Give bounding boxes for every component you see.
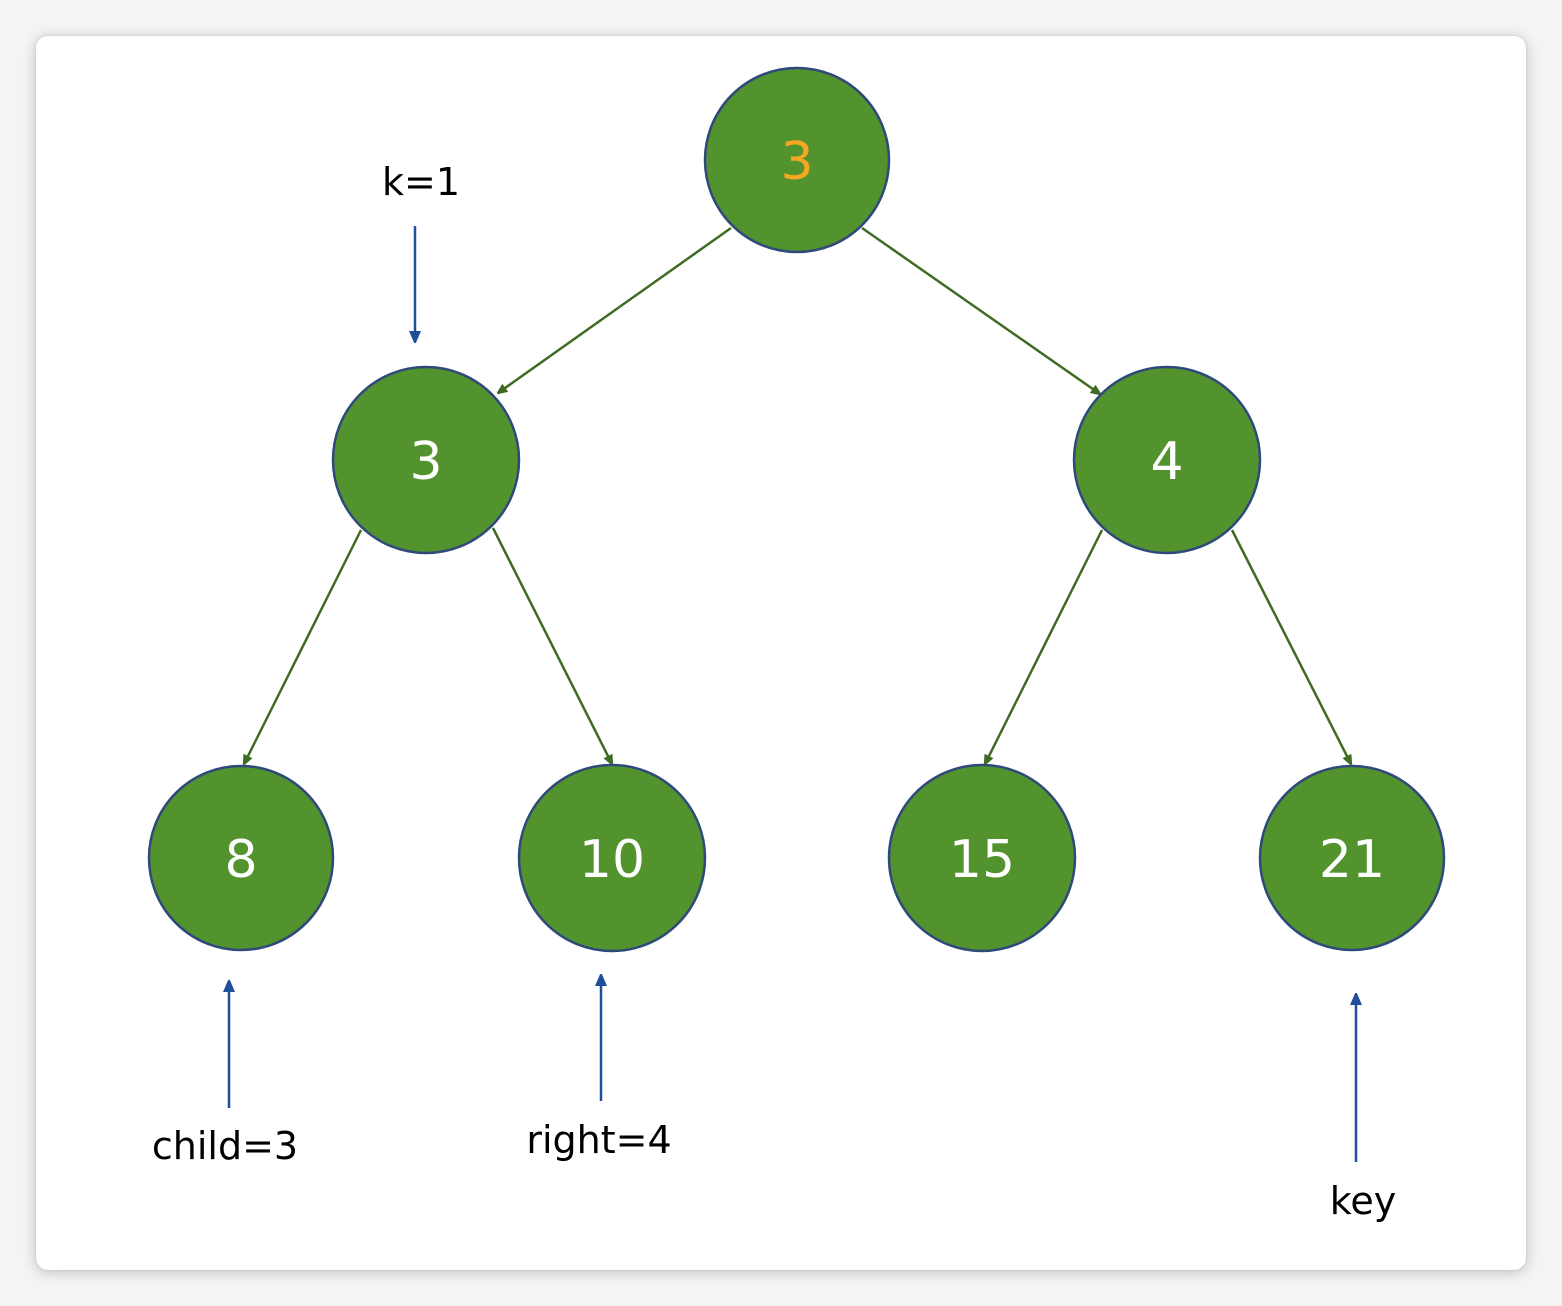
- tree-node-level1-right: 4: [1072, 365, 1262, 555]
- pointer-child: child=3: [152, 982, 298, 1168]
- node-value: 10: [579, 830, 645, 890]
- node-value: 21: [1319, 830, 1385, 890]
- node-value: 8: [224, 830, 257, 890]
- pointer-label: right=4: [526, 1118, 671, 1162]
- node-value: 15: [949, 830, 1015, 890]
- pointer-label: child=3: [152, 1124, 298, 1168]
- tree-node-level2-1: 8: [147, 764, 335, 952]
- node-circle: [1072, 365, 1262, 555]
- node-value: 3: [409, 432, 442, 492]
- pointer-key: key: [1330, 995, 1397, 1223]
- pointer-right: right=4: [526, 976, 672, 1162]
- tree-edges: [244, 226, 1351, 764]
- pointer-k: k=1: [382, 160, 460, 341]
- node-circle: [887, 763, 1077, 953]
- node-circle: [147, 764, 335, 952]
- tree-node-root: 3: [703, 66, 891, 254]
- edge-l1a-l2b: [491, 527, 612, 764]
- tree-node-level2-2: 10: [517, 763, 707, 953]
- tree-node-level2-4: 21: [1258, 764, 1446, 952]
- pointer-label: k=1: [382, 160, 460, 204]
- node-circle: [331, 365, 521, 555]
- tree-node-level1-left: 3: [331, 365, 521, 555]
- edge-root-right: [861, 226, 1100, 394]
- node-value: 4: [1150, 432, 1183, 492]
- edge-l1b-l2d: [1230, 529, 1351, 764]
- tree-node-level2-3: 15: [887, 763, 1077, 953]
- edge-root-left: [498, 226, 732, 393]
- node-value: 3: [780, 132, 813, 192]
- node-circle: [517, 763, 707, 953]
- pointer-label: key: [1330, 1179, 1397, 1223]
- node-circle: [1258, 764, 1446, 952]
- node-circle: [703, 66, 891, 254]
- edge-l1a-l2a: [244, 529, 363, 764]
- edge-l1b-l2c: [985, 529, 1104, 764]
